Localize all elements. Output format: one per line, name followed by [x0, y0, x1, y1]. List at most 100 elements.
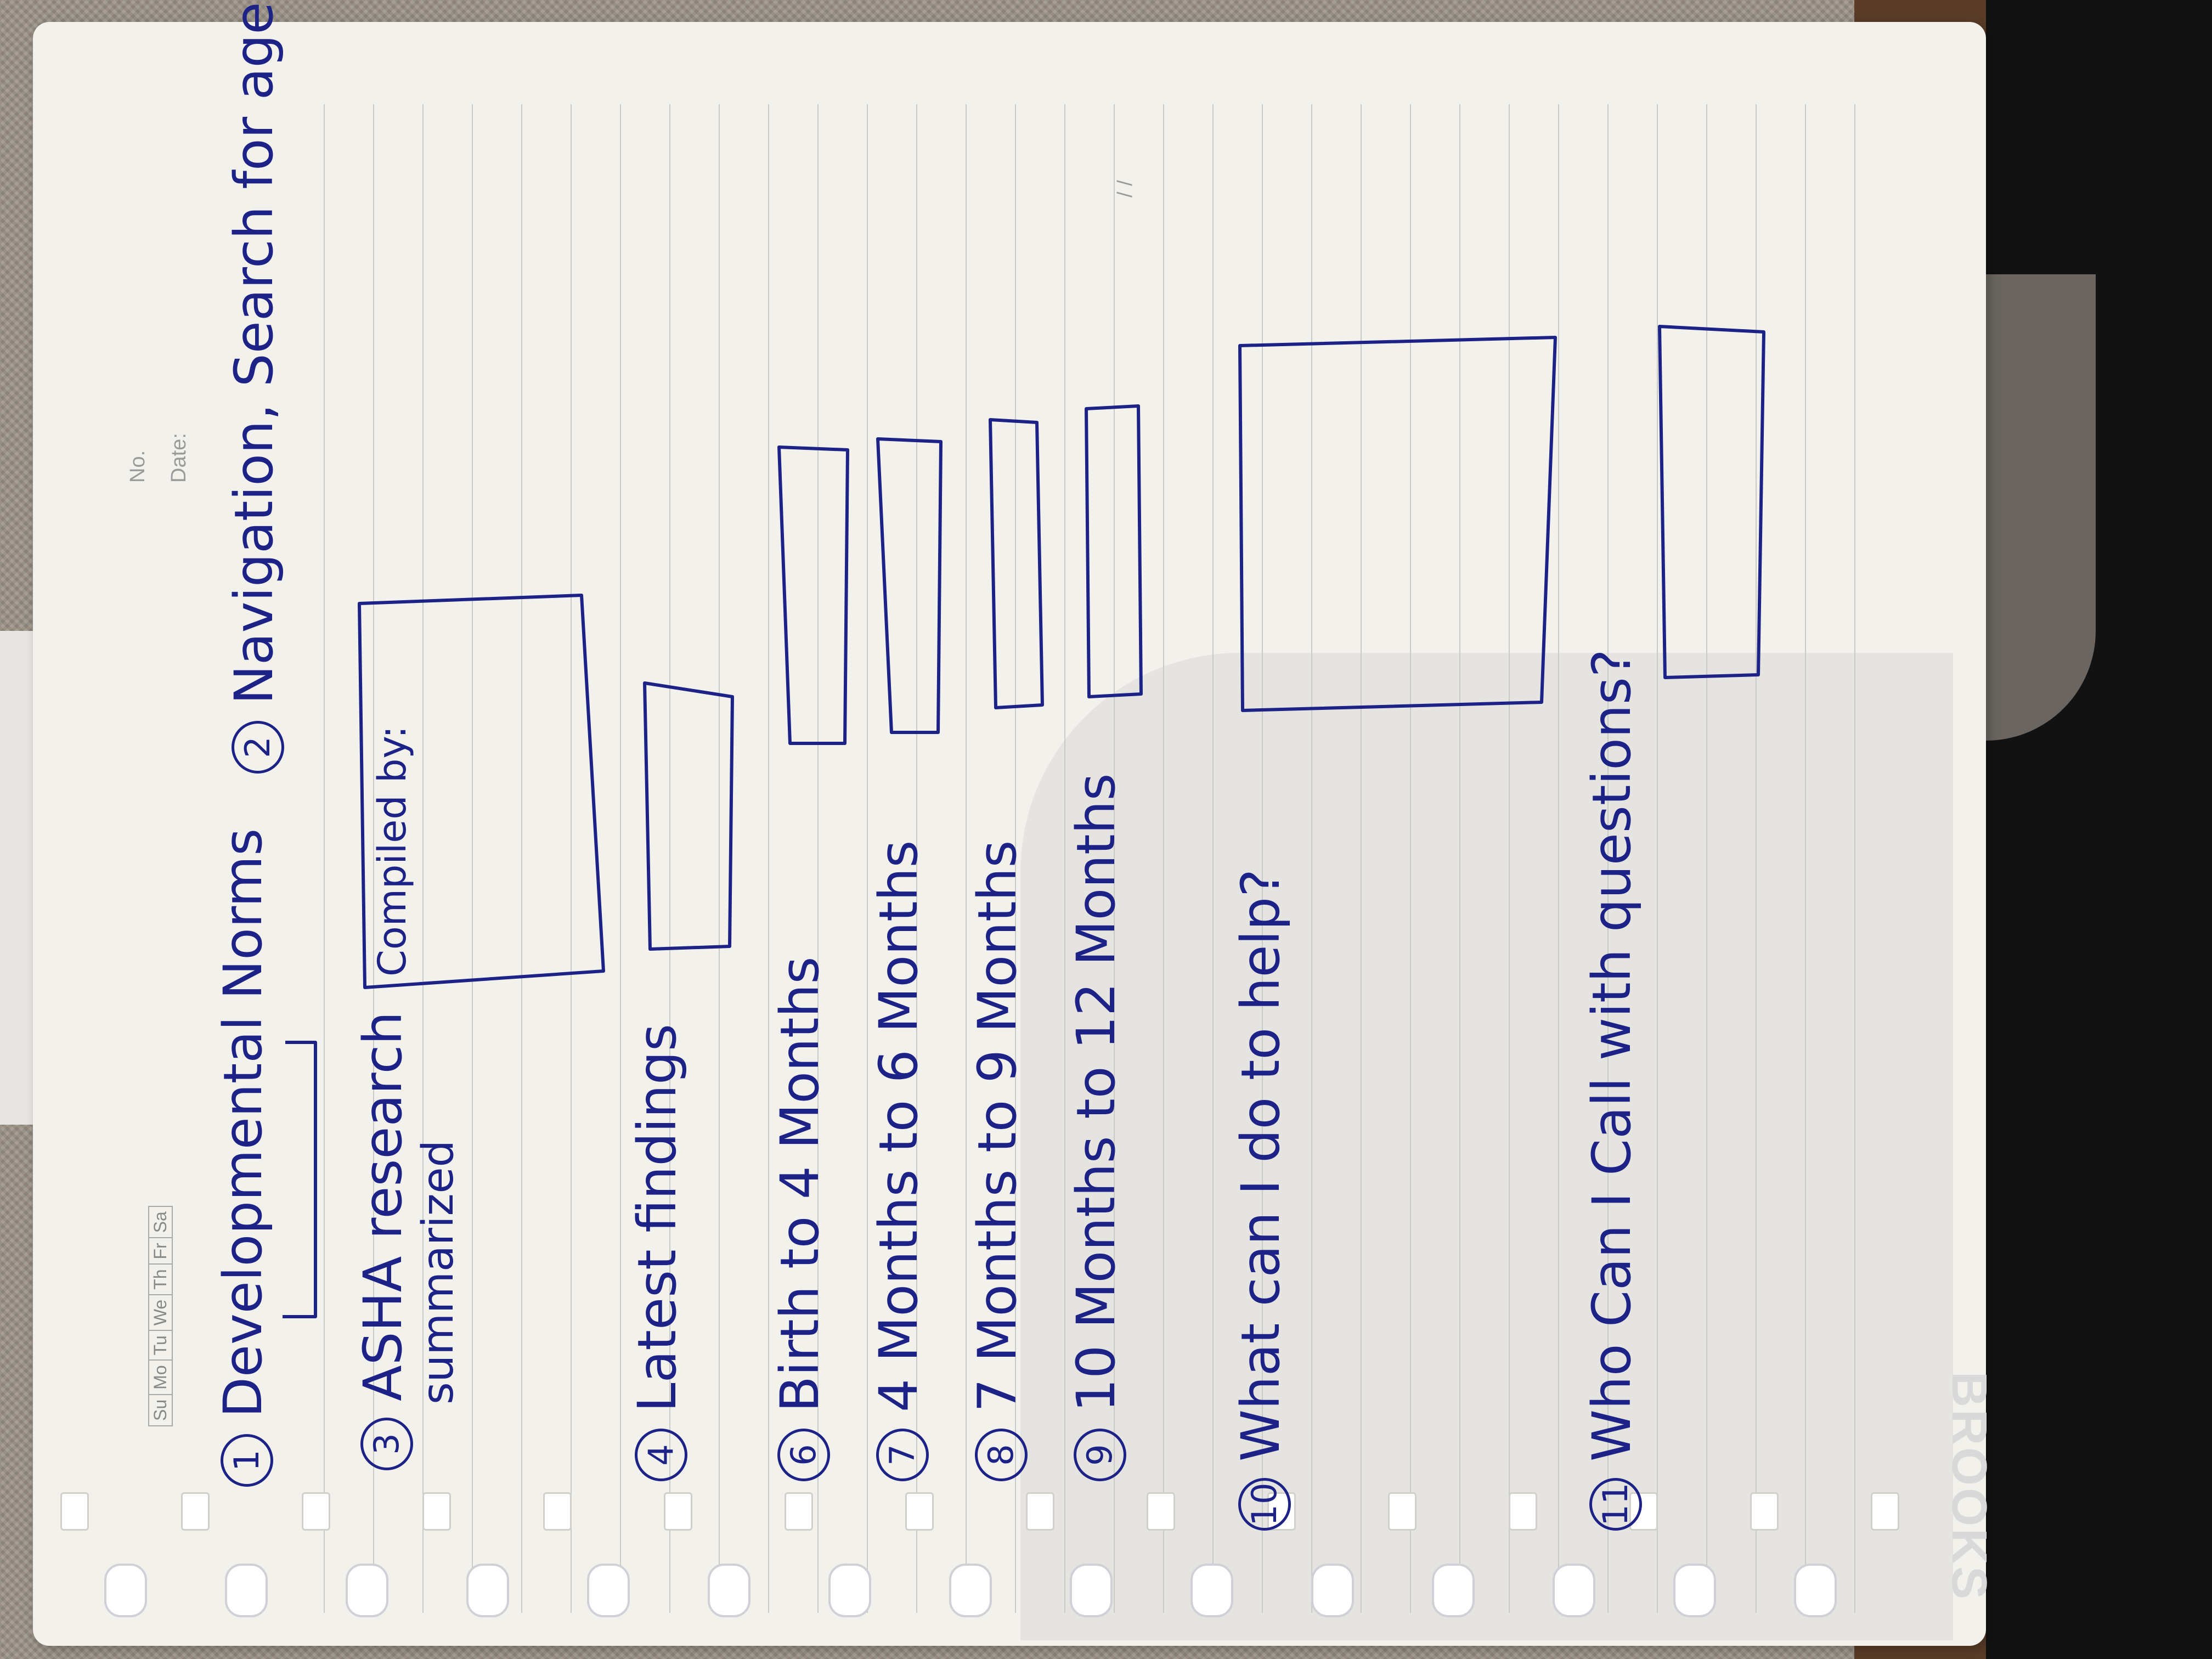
- ruled-line: [521, 104, 522, 1613]
- ruled-line: [1410, 104, 1411, 1613]
- note-9: 9 10 Months to 12 Months: [1065, 773, 1127, 1481]
- note-4-text: Latest findings: [627, 1024, 688, 1412]
- weekday-tuesday: Tu: [149, 1330, 172, 1360]
- binding-hole: [1147, 1492, 1175, 1531]
- binding-hole: [785, 1492, 813, 1531]
- ruled-line: [1163, 104, 1164, 1613]
- ruled-line: [768, 104, 769, 1613]
- note-6: 6 Birth to 4 Months: [769, 957, 831, 1481]
- wireframe-box-research: [358, 594, 605, 989]
- note-6-number: 6: [777, 1429, 830, 1481]
- spiral-coil: [1553, 1564, 1595, 1617]
- ruled-line: [916, 104, 917, 1613]
- ruled-line: [1706, 104, 1707, 1613]
- number-label: No.: [126, 450, 149, 483]
- paper-edge: [0, 631, 33, 1125]
- ruled-line: [1262, 104, 1263, 1613]
- spiral-binding: [49, 1481, 1970, 1646]
- note-4: 4 Latest findings: [627, 1024, 688, 1481]
- ruled-line: [1311, 104, 1312, 1613]
- note-7-number: 7: [876, 1429, 929, 1481]
- note-3: 3 ASHA research: [352, 1012, 414, 1470]
- weekday-selector: Su Mo Tu We Th Fr Sa: [148, 1206, 173, 1426]
- note-8-text: 7 Months to 9 Months: [967, 840, 1028, 1412]
- binding-hole: [664, 1492, 692, 1531]
- note-3-box-text: Compiled by:: [370, 725, 415, 977]
- note-1-text: Developmental Norms: [212, 828, 274, 1418]
- wireframe-box-4-6: [876, 437, 943, 734]
- ruled-line: [817, 104, 819, 1613]
- spiral-coil: [466, 1564, 509, 1617]
- note-10-number: 10: [1238, 1478, 1291, 1531]
- spiral-coil: [1070, 1564, 1113, 1617]
- page-shadow: [1020, 653, 1953, 1640]
- weekday-thursday: Th: [149, 1263, 172, 1294]
- note-1: 1 Developmental Norms: [212, 828, 274, 1487]
- weekday-saturday: Sa: [150, 1211, 170, 1233]
- note-1-number: 1: [220, 1434, 273, 1487]
- brand-logo: BROOKS: [1942, 1372, 1996, 1602]
- weekday-friday: Fr: [149, 1237, 172, 1264]
- ruled-line: [1064, 104, 1065, 1613]
- note-4-number: 4: [634, 1429, 687, 1481]
- ruled-line: [1805, 104, 1806, 1613]
- spiral-coil: [1190, 1564, 1233, 1617]
- ruled-line: [1607, 104, 1609, 1613]
- note-7-text: 4 Months to 6 Months: [868, 840, 929, 1412]
- wireframe-box-7-9: [989, 418, 1044, 709]
- binding-hole: [1267, 1492, 1296, 1531]
- note-9-text: 10 Months to 12 Months: [1065, 773, 1127, 1412]
- note-2-text: Navigation, Search for age: [223, 2, 285, 704]
- ruled-line: [571, 104, 572, 1613]
- binding-hole: [422, 1492, 451, 1531]
- spiral-coil: [708, 1564, 751, 1617]
- ruled-line: [620, 104, 621, 1613]
- binding-hole: [1871, 1492, 1899, 1531]
- spiral-coil: [587, 1564, 630, 1617]
- note-11-number: 11: [1589, 1478, 1642, 1531]
- spiral-coil: [1432, 1564, 1475, 1617]
- note-7: 7 4 Months to 6 Months: [868, 840, 929, 1481]
- note-10-text: What can I do to help?: [1230, 868, 1291, 1462]
- binding-hole: [181, 1492, 210, 1531]
- note-3-number: 3: [360, 1418, 413, 1470]
- ruled-line: [1015, 104, 1016, 1613]
- ruled-line: [422, 104, 424, 1613]
- spiral-coil: [1673, 1564, 1716, 1617]
- binding-hole: [1750, 1492, 1779, 1531]
- ruled-line: [867, 104, 868, 1613]
- note-2: 2Navigation, Search for age: [223, 2, 285, 774]
- binding-hole: [1026, 1492, 1054, 1531]
- ruled-line: [966, 104, 967, 1613]
- spiral-coil: [1794, 1564, 1837, 1617]
- note-11-text: Who Can I Call with questions?: [1581, 649, 1643, 1462]
- binding-hole: [60, 1492, 89, 1531]
- ruled-line: [472, 104, 473, 1613]
- ruled-line: [1509, 104, 1510, 1613]
- ruled-line: [1756, 104, 1757, 1613]
- ruled-line: [1459, 104, 1460, 1613]
- date-label: Date:: [167, 433, 190, 483]
- note-9-number: 9: [1073, 1429, 1126, 1481]
- date-slashes: / /: [1114, 180, 1137, 198]
- note-6-text: Birth to 4 Months: [769, 956, 831, 1412]
- ruled-line: [1854, 104, 1855, 1613]
- note-8: 87 Months to 9 Months: [967, 840, 1028, 1481]
- binding-hole: [1629, 1492, 1658, 1531]
- note-3-text: ASHA research: [352, 1011, 414, 1401]
- notebook-page: [33, 22, 1986, 1646]
- spiral-coil: [104, 1564, 147, 1617]
- weekday-wednesday: We: [149, 1294, 172, 1330]
- underline-bracket: [283, 1041, 317, 1318]
- binding-hole: [543, 1492, 572, 1531]
- weekday-monday: Mo: [149, 1359, 172, 1394]
- note-10: 10 What can I do to help?: [1230, 869, 1291, 1531]
- spiral-coil: [1311, 1564, 1354, 1617]
- ruled-line: [324, 104, 325, 1613]
- ruled-line: [719, 104, 720, 1613]
- wireframe-box-10-12: [1085, 404, 1143, 698]
- binding-hole: [302, 1492, 330, 1531]
- ruled-line: [1212, 104, 1214, 1613]
- wireframe-box-call: [1658, 325, 1765, 679]
